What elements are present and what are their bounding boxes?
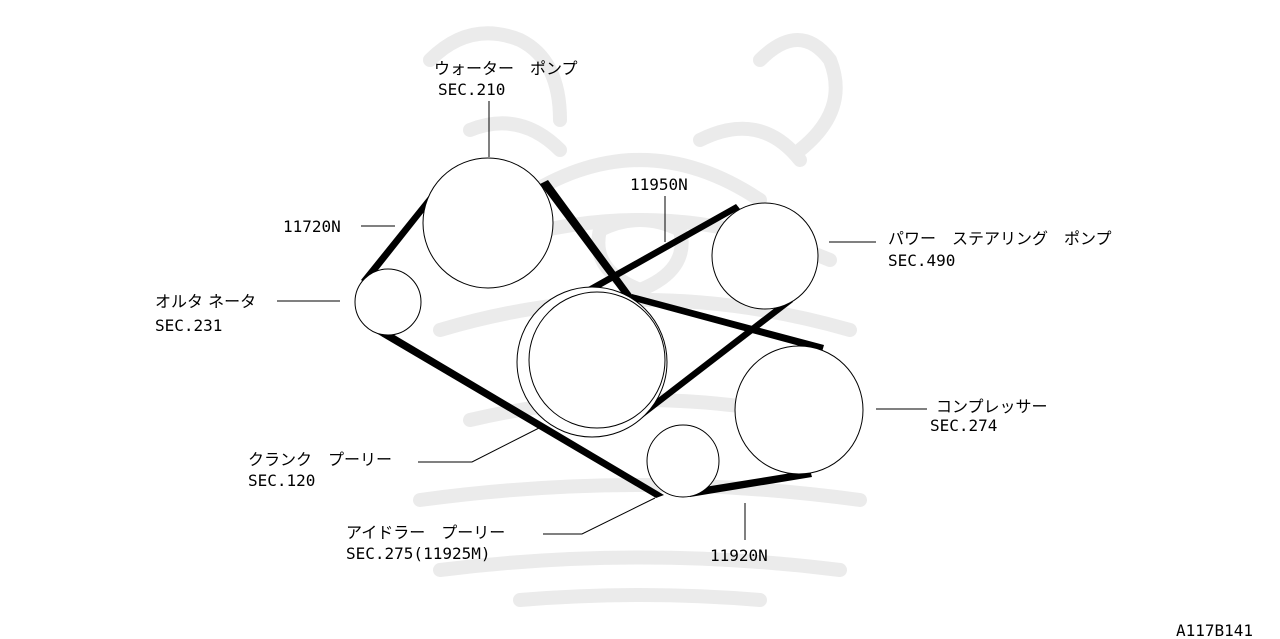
belt-crank-to-power-steering-upper [565, 204, 740, 306]
belt-idler-to-compressor [690, 470, 812, 497]
compressor-sec: SEC.274 [930, 416, 997, 435]
part-11720n: 11720N [283, 217, 341, 236]
crank-pulley-name: クランク プーリー [248, 450, 392, 469]
belt-alt-to-water-pump [361, 188, 439, 284]
alternator-pulley [354, 268, 422, 336]
power-steering-name: パワー ステアリング ポンプ [888, 229, 1112, 248]
leader-crank-pulley [418, 427, 540, 463]
water-pump-name: ウォーター ポンプ [434, 59, 578, 78]
leader-lines [277, 101, 927, 540]
power-steering-sec: SEC.490 [888, 251, 955, 270]
belt-crank-to-compressor [630, 294, 824, 352]
alternator-name: オルタ ネータ [155, 292, 256, 311]
belt-water-pump-to-crank [540, 180, 633, 299]
crank-pulley-sec: SEC.120 [248, 471, 315, 490]
belt-alt-to-idler [376, 330, 664, 498]
crank-pulley-inner [528, 291, 666, 429]
figure-code: A117B141 [1176, 621, 1253, 639]
part-11950n: 11950N [630, 175, 688, 194]
alternator-sec: SEC.231 [155, 316, 222, 335]
idler-pulley-sec: SEC.275(11925M) [346, 544, 491, 563]
water-pump-sec: SEC.210 [438, 80, 505, 99]
compressor-pulley [734, 345, 864, 475]
drive-belts [361, 180, 824, 498]
pulleys [354, 157, 864, 498]
leader-idler-pulley [543, 497, 656, 535]
component-labels: ウォーター ポンプ SEC.210 11720N 11950N パワー ステアリ… [155, 59, 1253, 639]
idler-pulley-name: アイドラー プーリー [346, 523, 505, 542]
part-11920n: 11920N [710, 546, 768, 565]
idler-pulley [646, 424, 720, 498]
compressor-name: コンプレッサー [936, 397, 1048, 416]
power-steering-pulley [711, 202, 819, 310]
water-pump-pulley [422, 157, 554, 289]
